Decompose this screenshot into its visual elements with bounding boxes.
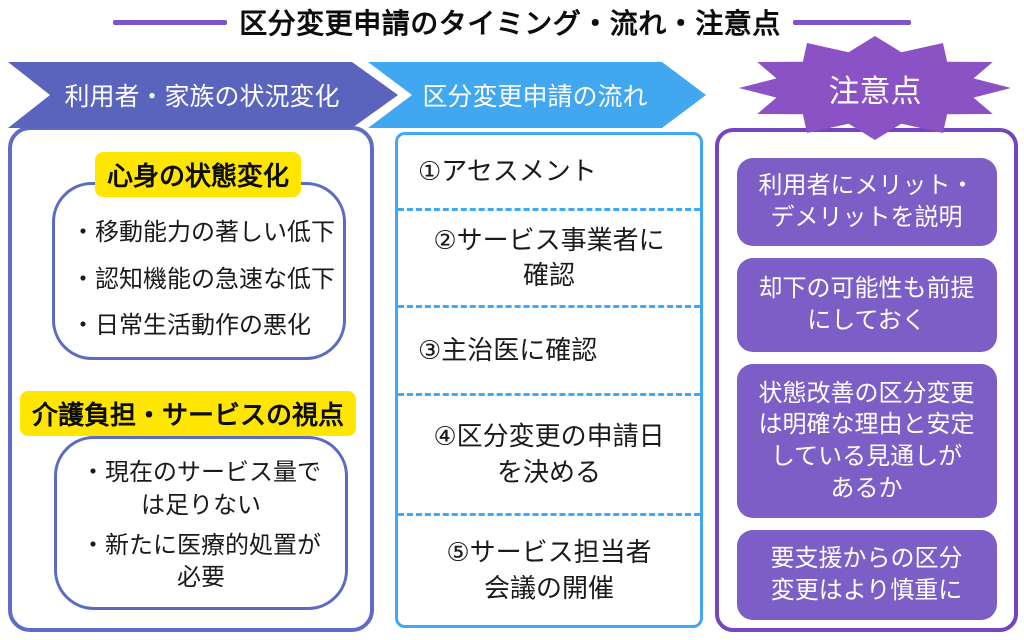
step-line: ①アセスメント [418, 155, 597, 186]
attention-notes-box: 利用者にメリット・ デメリットを説明 却下の可能性も前提 にしておく 状態改善の… [715, 128, 1018, 632]
bullet-item: ・日常生活動作の悪化 [71, 311, 311, 339]
step-line: ④区分変更の申請日 [433, 421, 665, 452]
flow-arrow-banner-shape [368, 62, 706, 128]
note-box: 要支援からの区分 変更はより慎重に [736, 530, 997, 620]
page-title: 区分変更申請のタイミング・流れ・注意点 [239, 8, 781, 39]
title-line-right [792, 19, 911, 25]
attention-starburst-shape [739, 36, 1011, 140]
title-line-left [113, 19, 228, 25]
flow-step-1: ①アセスメント [398, 135, 700, 211]
flow-step-4: ④区分変更の申請日 を決める [398, 396, 700, 516]
step-line: 確認 [522, 260, 575, 290]
group1-rect: ・移動能力の著しい低下 ・認知機能の急速な低下 ・日常生活動作の悪化 [52, 182, 346, 360]
bullet-line: ・現在のサービス量で [81, 459, 321, 487]
bullet-line: ・新たに医療的処置が [81, 532, 321, 560]
note-line: にしておく [807, 307, 926, 334]
middle-column-header: 区分変更申請の流れ [422, 83, 648, 111]
bullet-line: は足りない [141, 491, 261, 519]
note-line: 却下の可能性も前提 [758, 275, 975, 303]
step-line: ③主治医に確認 [418, 334, 598, 365]
note-line: 利用者にメリット・ [758, 172, 975, 200]
bullet-item: ・認知機能の急速な低下 [71, 265, 335, 293]
title-row: 区分変更申請のタイミング・流れ・注意点 [0, 4, 1024, 40]
bullet-line: 必要 [177, 564, 225, 592]
note-line: デメリットを説明 [770, 204, 963, 231]
step-line: ⑤サービス担当者 [446, 537, 652, 568]
left-arrow-banner-shape [8, 62, 398, 128]
flow-step-5: ⑤サービス担当者 会議の開催 [398, 516, 700, 625]
note-line: あるか [830, 474, 903, 502]
note-box: 状態改善の区分変更 は明確な理由と安定 している見通しが あるか [736, 364, 997, 518]
left-column-header: 利用者・家族の状況変化 [64, 83, 340, 111]
bullet-item: ・現在のサービス量で は足りない [57, 457, 345, 522]
bullet-item: ・移動能力の著しい低下 [71, 219, 335, 247]
group1-title-highlight: 心身の状態変化 [95, 152, 302, 197]
step-line: ②サービス事業者に [433, 224, 665, 255]
note-box: 利用者にメリット・ デメリットを説明 [736, 158, 997, 246]
note-box: 却下の可能性も前提 にしておく [736, 258, 997, 352]
flow-step-2: ②サービス事業者に 確認 [398, 211, 700, 308]
group2-title-highlight: 介護負担・サービスの視点 [20, 391, 357, 436]
flow-steps-box: ①アセスメント ②サービス事業者に 確認 ③主治医に確認 ④区分変更の申請日 を… [395, 132, 703, 628]
bullet-item: ・新たに医療的処置が 必要 [57, 530, 345, 595]
header-shapes [8, 36, 1011, 140]
note-line: は明確な理由と安定 [758, 411, 975, 439]
note-line: している見通しが [770, 443, 963, 470]
step-line: を決める [496, 456, 601, 487]
group2-rect: ・現在のサービス量で は足りない ・新たに医療的処置が 必要 [54, 436, 348, 610]
note-line: 要支援からの区分 [770, 545, 963, 573]
step-line: 会議の開催 [483, 572, 614, 603]
note-line: 状態改善の区分変更 [758, 379, 975, 407]
note-line: 変更はより慎重に [770, 577, 963, 604]
attention-header: 注意点 [828, 73, 922, 109]
flow-step-3: ③主治医に確認 [398, 308, 700, 396]
